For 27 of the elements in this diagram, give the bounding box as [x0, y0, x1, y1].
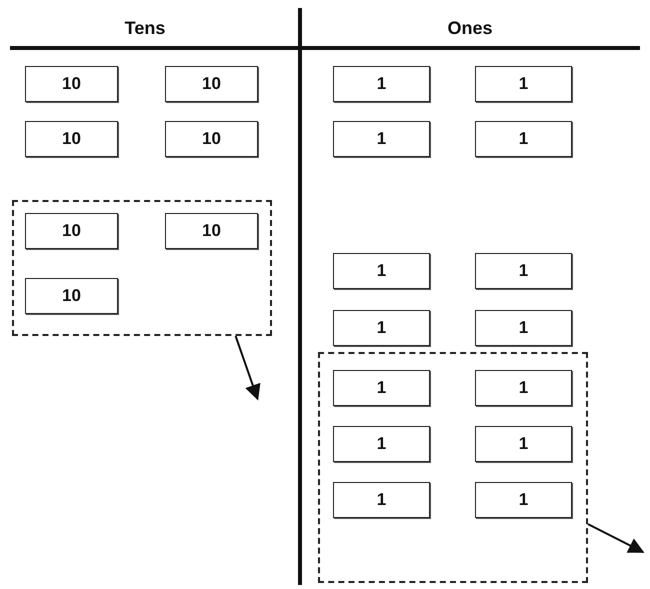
- value-card: 1: [475, 253, 572, 289]
- value-card: 10: [165, 66, 258, 102]
- value-card: 10: [25, 121, 118, 157]
- arrow: [588, 523, 644, 553]
- value-card: 10: [25, 213, 118, 249]
- value-card: 1: [333, 121, 430, 157]
- value-card: 1: [475, 426, 572, 462]
- column-heading: Ones: [447, 18, 493, 39]
- dashed-group-box: [12, 200, 272, 336]
- value-card: 1: [333, 253, 430, 289]
- value-card: 1: [333, 66, 430, 102]
- value-card: 10: [25, 278, 118, 314]
- value-card: 1: [475, 66, 572, 102]
- column-heading: Tens: [124, 18, 166, 39]
- value-card: 1: [475, 121, 572, 157]
- value-card: 1: [333, 426, 430, 462]
- arrow: [234, 336, 260, 400]
- value-card: 1: [333, 310, 430, 346]
- value-card: 1: [475, 482, 572, 518]
- value-card: 10: [165, 121, 258, 157]
- value-card: 10: [165, 213, 258, 249]
- value-card: 1: [475, 310, 572, 346]
- value-card: 1: [333, 370, 430, 406]
- dashed-group-box: [318, 352, 588, 583]
- value-card: 1: [333, 482, 430, 518]
- value-card: 10: [25, 66, 118, 102]
- value-card: 1: [475, 370, 572, 406]
